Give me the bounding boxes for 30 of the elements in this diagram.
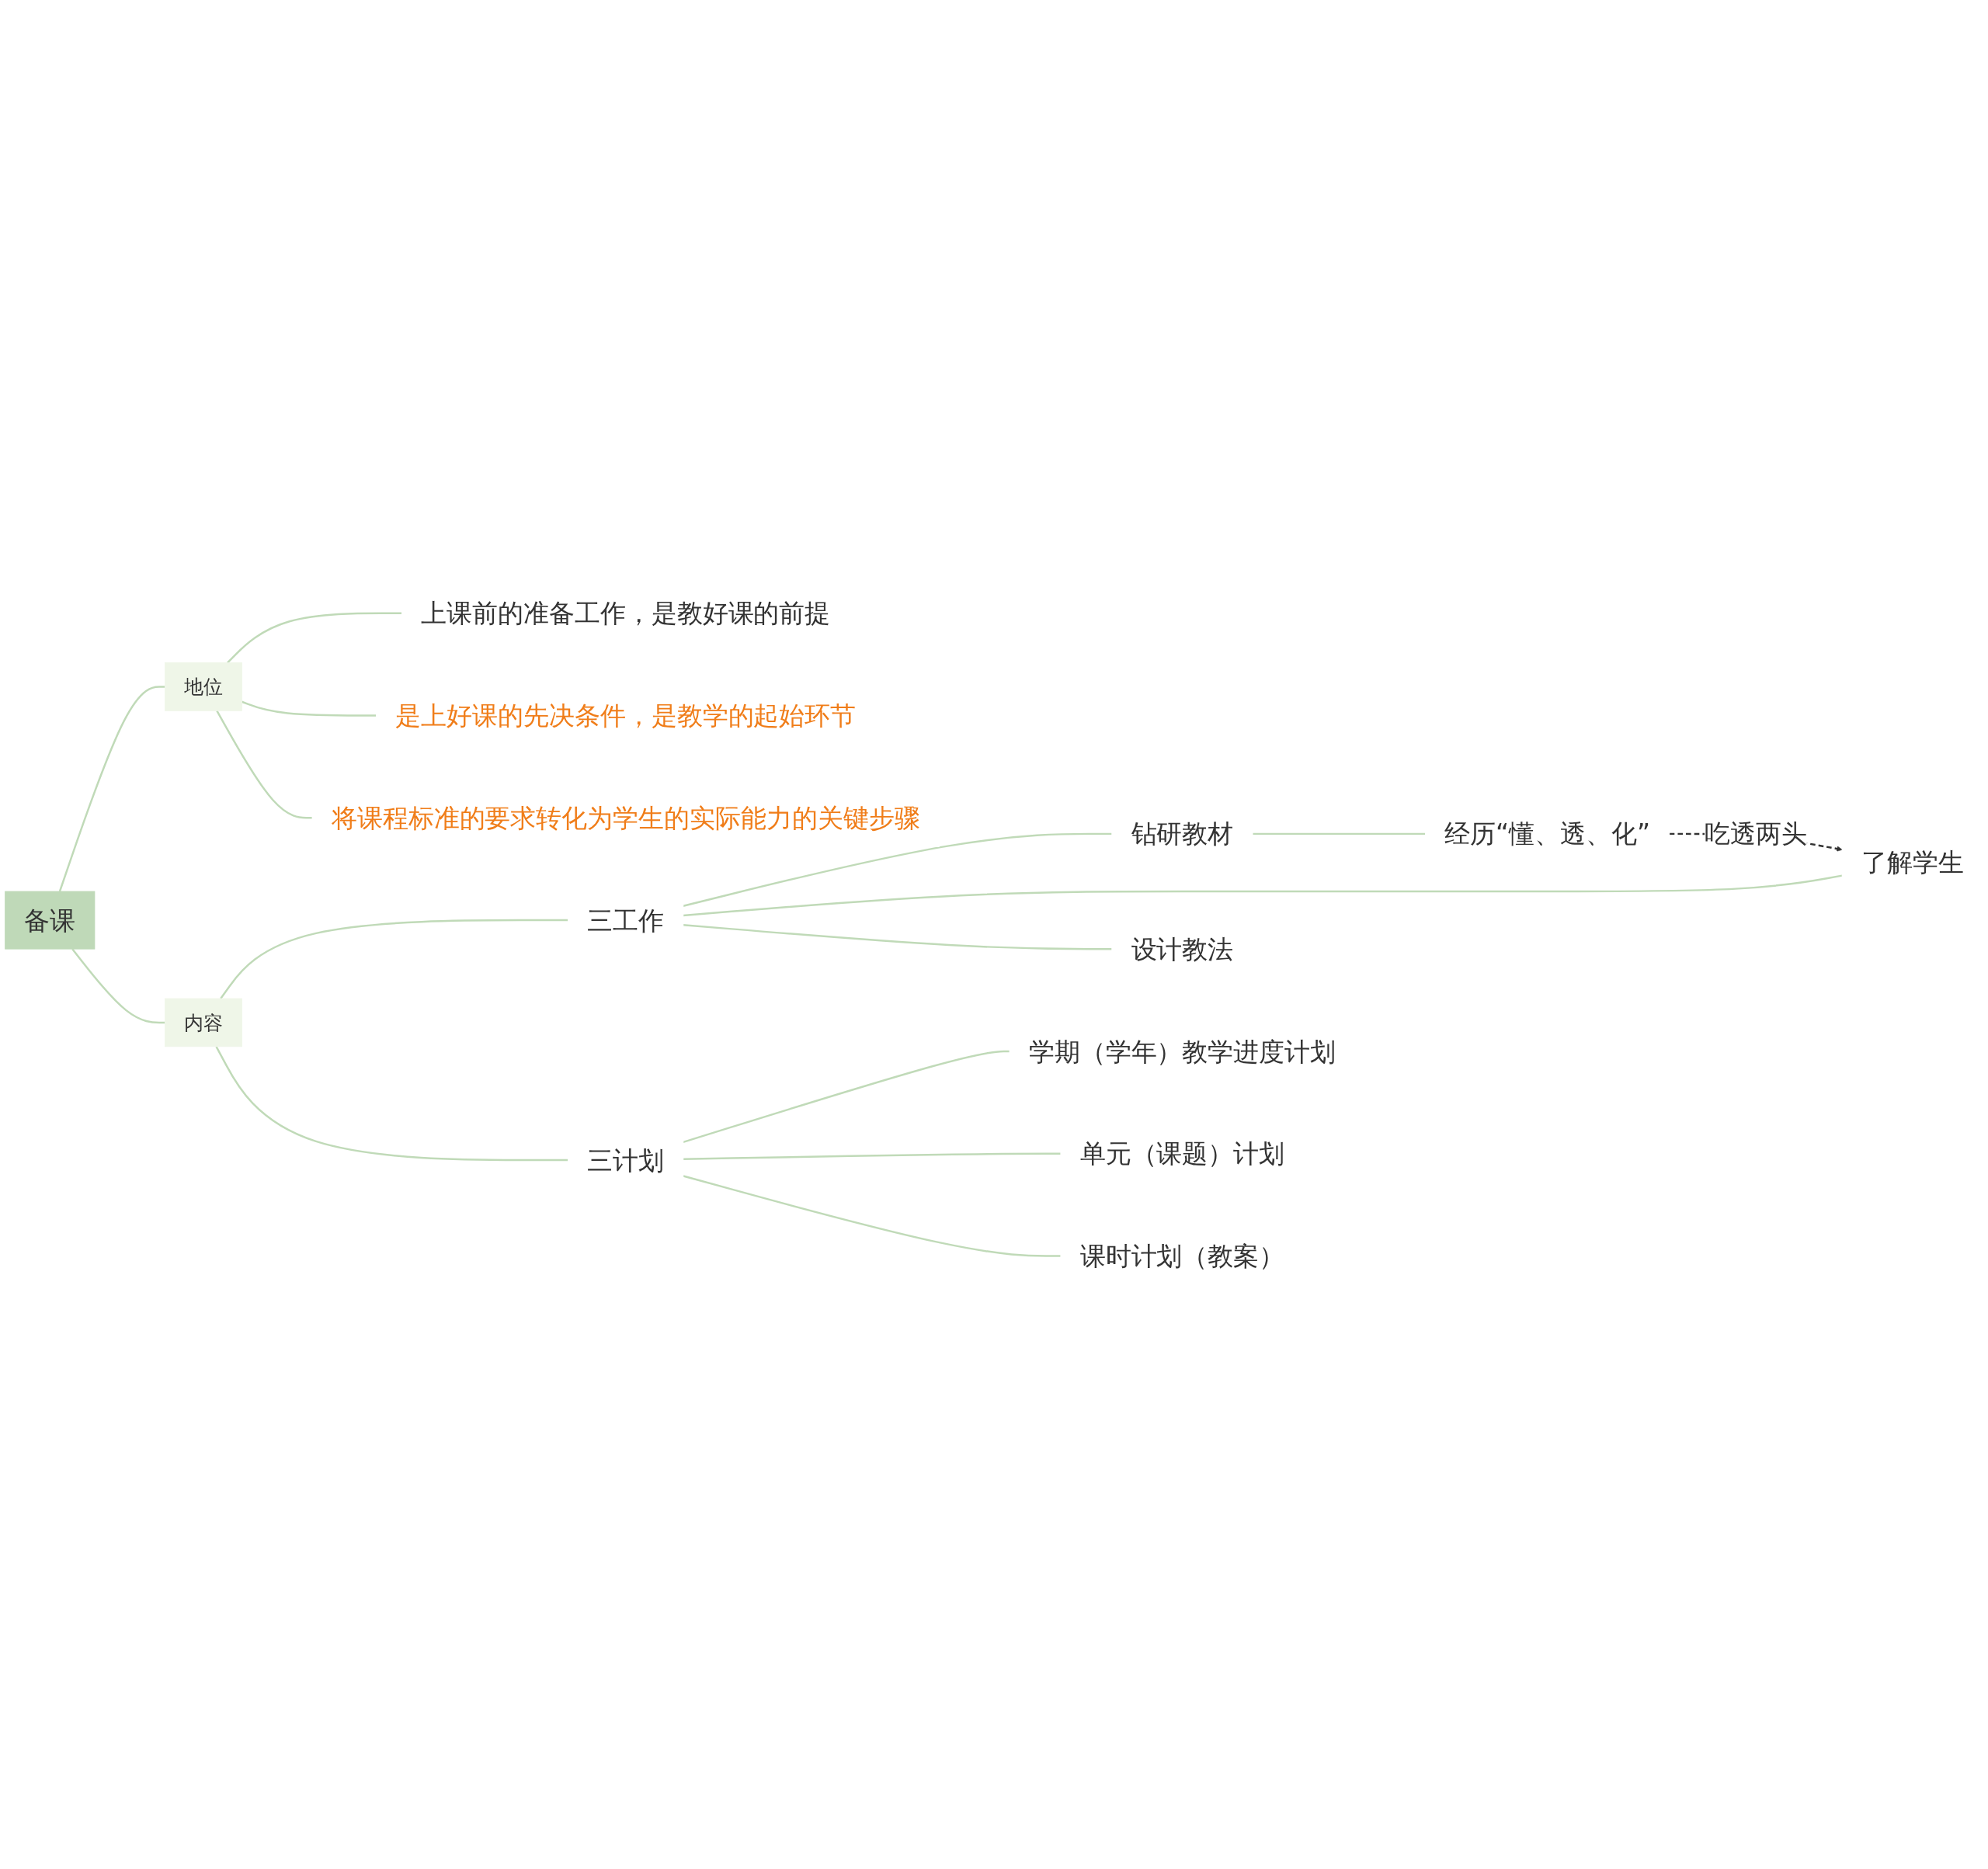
connector xyxy=(241,700,377,717)
connector xyxy=(71,948,165,1023)
connector xyxy=(220,919,568,999)
node-box: 内容 xyxy=(165,998,242,1047)
connector xyxy=(58,686,165,892)
node-text: 是上好课的先决条件，是教学的起始环节 xyxy=(395,700,857,731)
connector xyxy=(216,710,313,819)
node-text: 钻研教材 xyxy=(1131,818,1234,849)
node-text: 单元（课题）计划 xyxy=(1079,1138,1285,1169)
connector xyxy=(683,1050,1010,1143)
connector xyxy=(683,923,1112,950)
node-text: 了解学生 xyxy=(1861,847,1964,877)
node-text: 上课前的准备工作，是教好课的前提 xyxy=(421,598,831,628)
connector xyxy=(227,612,402,664)
connector xyxy=(683,1152,1061,1160)
node-text: 三计划 xyxy=(587,1145,665,1175)
node-text: 三工作 xyxy=(587,905,665,935)
edge-label: 吃透两头 xyxy=(1705,818,1807,849)
connector xyxy=(1253,832,1426,835)
connector xyxy=(683,832,1112,907)
connector xyxy=(215,1046,568,1162)
node-box: 地位 xyxy=(165,662,242,711)
connector xyxy=(683,1175,1061,1257)
connector xyxy=(683,874,1843,917)
node-box: 备课 xyxy=(5,891,96,950)
node-text: 课时计划（教案） xyxy=(1079,1241,1285,1271)
node-text: 学期（学年）教学进度计划 xyxy=(1028,1036,1336,1066)
node-text: 经历“懂、透、化” xyxy=(1444,818,1651,849)
node-text: 将课程标准的要求转化为学生的实际能力的关键步骤 xyxy=(331,803,920,833)
node-text: 设计教法 xyxy=(1131,934,1234,964)
